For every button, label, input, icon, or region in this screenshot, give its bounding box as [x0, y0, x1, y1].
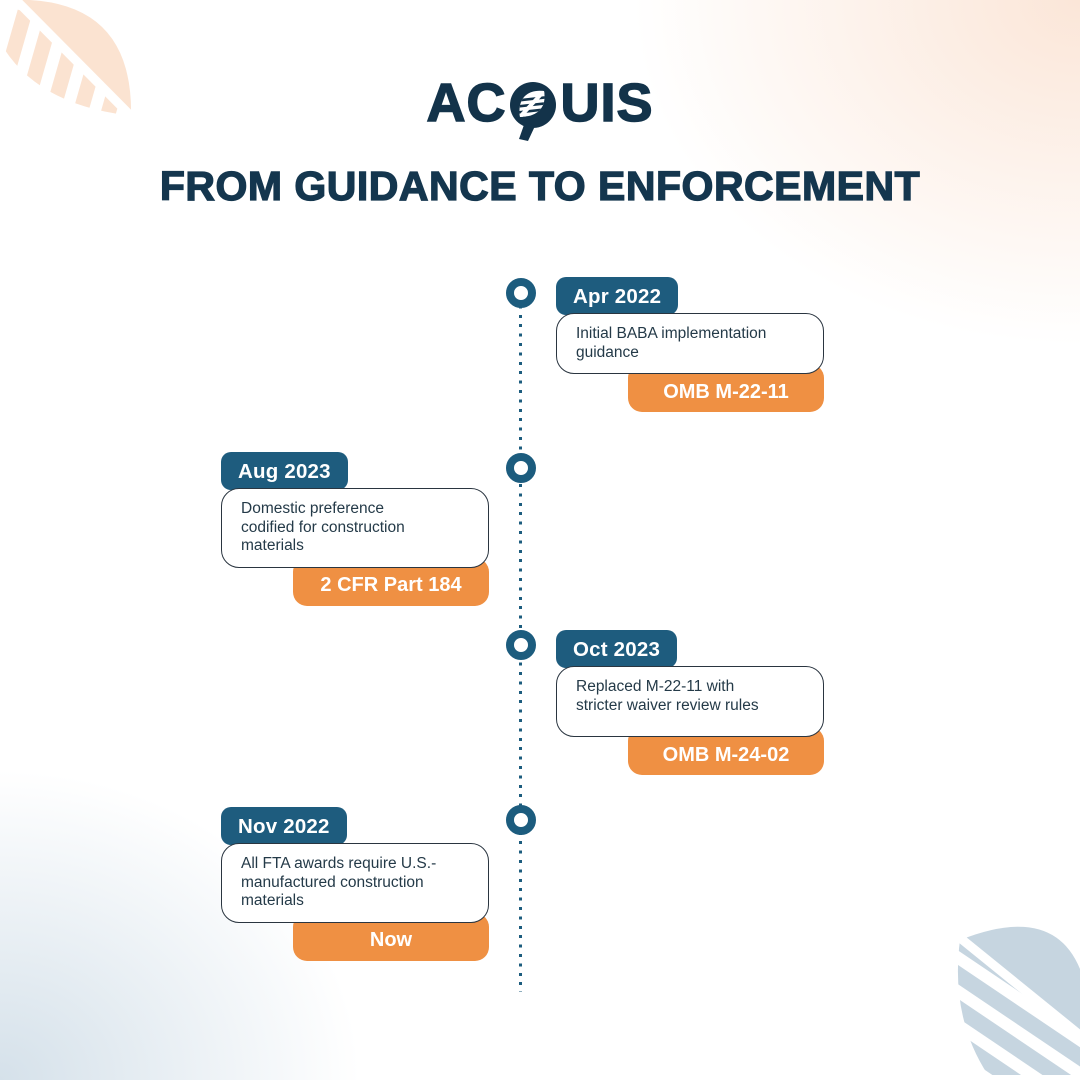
brand-name-prefix: AC [426, 73, 507, 133]
brand-name-suffix: UIS [560, 73, 654, 133]
event-description-card: All FTA awards require U.S.- manufacture… [221, 843, 489, 923]
leaf-stripes-icon [928, 907, 1080, 1080]
brand-logo: AC UIS [0, 73, 1080, 146]
event-description-card: Replaced M-22-11 with stricter waiver re… [556, 666, 824, 737]
page-title: FROM GUIDANCE TO ENFORCEMENT [159, 162, 921, 209]
timeline-event-oct-2023: Oct 2023 Replaced M-22-11 with stricter … [556, 630, 824, 775]
timeline-event-aug-2023: Aug 2023 Domestic preference codified fo… [221, 452, 489, 606]
event-description-card: Initial BABA implementation guidance [556, 313, 824, 374]
leaf-in-circle-icon [510, 82, 557, 141]
event-date-badge: Oct 2023 [556, 630, 678, 668]
timeline-node [506, 805, 536, 835]
timeline-node [506, 630, 536, 660]
timeline-node [506, 453, 536, 483]
event-date-badge: Aug 2023 [221, 452, 348, 490]
timeline-event-apr-2022: Apr 2022 Initial BABA implementation gui… [556, 277, 824, 412]
event-date-badge: Apr 2022 [556, 277, 679, 315]
event-date-badge: Nov 2022 [221, 807, 347, 845]
timeline-node [506, 278, 536, 308]
leaf-stripes-icon [0, 0, 140, 137]
event-description-card: Domestic preference codified for constru… [221, 488, 489, 568]
timeline-event-nov-2022: Nov 2022 All FTA awards require U.S.- ma… [221, 807, 489, 961]
